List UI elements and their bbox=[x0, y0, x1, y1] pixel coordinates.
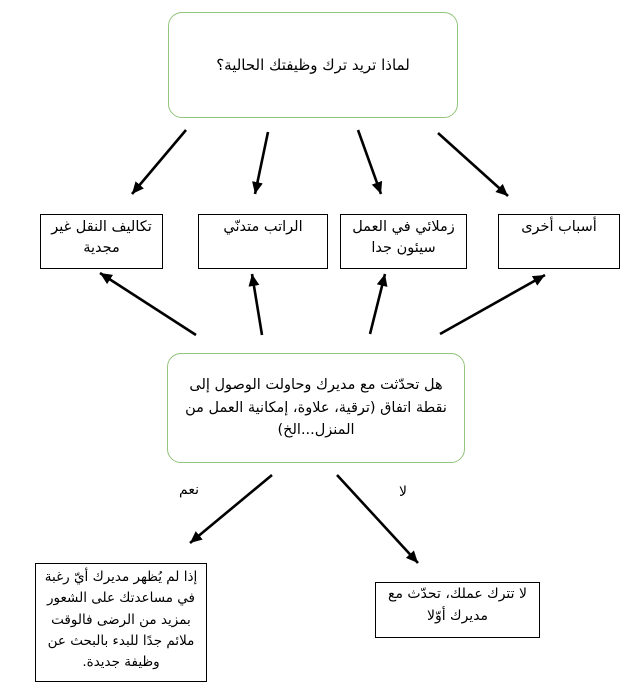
node-reason-coworkers[interactable]: زملائي في العمل سيئون جدا bbox=[340, 214, 467, 269]
arrow-mid-to-salary bbox=[248, 273, 264, 336]
node-reason-other[interactable]: أسباب أخرى bbox=[498, 214, 620, 269]
node-outcome-no-label: لا تترك عملك، تحدّث مع مديرك أوّلا bbox=[388, 586, 527, 625]
node-reason-transport-label: تكاليف النقل غير مجدية bbox=[51, 219, 152, 256]
edge-label-no: لا bbox=[399, 484, 407, 500]
edge-label-yes: نعم bbox=[179, 482, 199, 498]
arrow-root-to-coworkers bbox=[356, 129, 383, 195]
node-reason-salary-label: الراتب متدنّي bbox=[223, 219, 303, 235]
node-outcome-no[interactable]: لا تترك عملك، تحدّث مع مديرك أوّلا bbox=[375, 582, 540, 638]
arrow-root-to-transport bbox=[131, 129, 187, 195]
node-manager-question[interactable]: هل تحدّثت مع مديرك وحاولت الوصول إلى نقط… bbox=[167, 353, 465, 463]
arrow-root-to-other bbox=[437, 132, 509, 197]
node-outcome-yes-label: إذا لم يُظهر مديرك أيّ رغبة في مساعدتك ع… bbox=[44, 569, 198, 671]
arrow-mid-to-other bbox=[439, 273, 546, 336]
node-root-question[interactable]: لماذا تريد ترك وظيفتك الحالية؟ bbox=[168, 12, 458, 118]
node-reason-salary[interactable]: الراتب متدنّي bbox=[198, 214, 328, 269]
node-reason-transport[interactable]: تكاليف النقل غير مجدية bbox=[40, 214, 163, 269]
node-root-question-label: لماذا تريد ترك وظيفتك الحالية؟ bbox=[216, 55, 410, 74]
node-reason-coworkers-label: زملائي في العمل سيئون جدا bbox=[352, 219, 455, 256]
node-outcome-yes[interactable]: إذا لم يُظهر مديرك أيّ رغبة في مساعدتك ع… bbox=[35, 563, 207, 682]
arrow-mid-to-coworkers bbox=[368, 273, 388, 335]
arrow-root-to-salary bbox=[252, 131, 270, 195]
arrow-mid-to-transport bbox=[99, 271, 197, 337]
node-reason-other-label: أسباب أخرى bbox=[521, 219, 597, 235]
node-manager-question-label: هل تحدّثت مع مديرك وحاولت الوصول إلى نقط… bbox=[185, 377, 447, 439]
